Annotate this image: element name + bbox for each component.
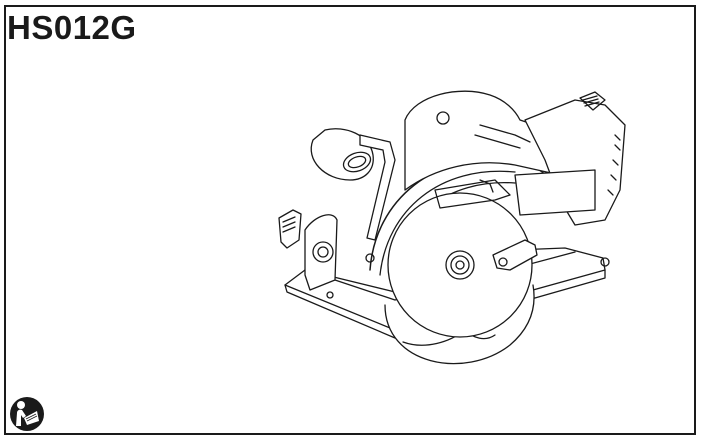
model-title: HS012G xyxy=(7,9,137,46)
circular-saw-illustration xyxy=(278,90,626,365)
read-manual-icon xyxy=(10,397,44,431)
